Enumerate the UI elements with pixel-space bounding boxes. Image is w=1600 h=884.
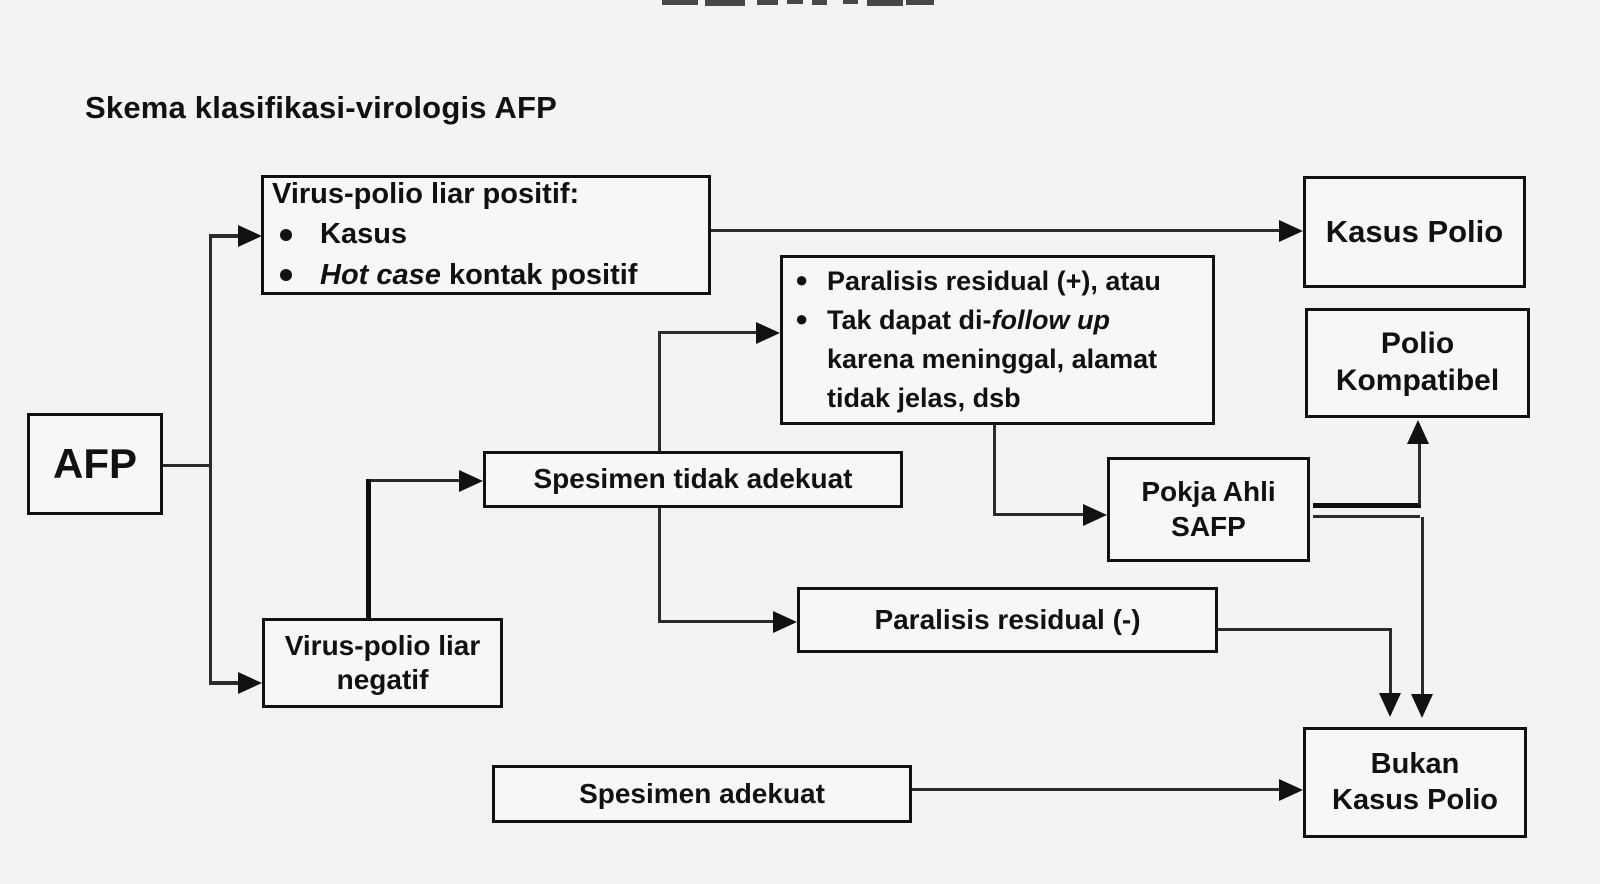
- node-label-line: negatif: [336, 664, 429, 695]
- node-paralisis-residual-negative: Paralisis residual (-): [797, 587, 1218, 653]
- arrowhead-into-bukan-from-paralisis: [1379, 693, 1401, 717]
- bullet-text: Hot case kontak positif: [320, 258, 637, 293]
- arrowhead-into-bukan-from-spesimen-adekuat: [1279, 779, 1303, 801]
- node-wild-positive-heading: Virus-polio liar positif:: [272, 177, 580, 210]
- cropped-text-fragment: [705, 0, 745, 6]
- cropped-text-fragment: [906, 0, 934, 5]
- connector-spesimen-adekuat-to-bukan: [912, 788, 1293, 791]
- node-residual-info: Paralisis residual (+), atau Tak dapat d…: [780, 255, 1215, 425]
- connector-paralisis-negative-out: [1218, 628, 1392, 631]
- cropped-text-fragment: [662, 0, 698, 5]
- node-bukan-kasus-polio: Bukan Kasus Polio: [1303, 727, 1527, 838]
- arrowhead-into-bukan-from-pokja: [1411, 694, 1433, 718]
- bullet-continuation: karena meninggal, alamat: [827, 344, 1158, 374]
- connector-pokja-double-line-bottom: [1313, 515, 1420, 518]
- node-label-line: Polio: [1380, 327, 1455, 361]
- connector-residual-down-vertical: [993, 425, 996, 516]
- node-spesimen-tidak-adekuat: Spesimen tidak adekuat: [483, 451, 903, 508]
- bullet-item: Kasus: [272, 217, 407, 252]
- diagram-title: Skema klasifikasi-virologis AFP: [85, 90, 557, 125]
- node-label-line: Bukan: [1370, 748, 1460, 781]
- node-label-line: Virus-polio liar: [284, 629, 481, 661]
- cropped-text-fragment: [787, 0, 803, 4]
- connector-sta-down-vertical: [658, 508, 661, 623]
- connector-residual-to-pokja: [993, 513, 1085, 516]
- connector-positif-to-kasus-polio: [711, 229, 1281, 232]
- cropped-text-fragment: [757, 0, 778, 5]
- connector-negatif-up-vertical: [366, 479, 371, 618]
- cropped-text-fragment: [867, 0, 903, 6]
- arrowhead-into-pokja: [1083, 504, 1107, 526]
- connector-afp-to-trunk: [163, 464, 211, 467]
- bullet-dot-icon: [280, 269, 292, 282]
- bullet-item: Tak dapat di-follow up: [795, 301, 1110, 340]
- connector-sta-up-vertical: [658, 331, 661, 451]
- connector-negatif-to-spesimen-tidak-adekuat: [371, 479, 465, 482]
- bullet-item: Hot case kontak positif: [272, 258, 637, 293]
- node-spesimen-adekuat: Spesimen adekuat: [492, 765, 912, 823]
- connector-paralisis-negative-down: [1389, 628, 1392, 694]
- bullet-item: Paralisis residual (+), atau: [795, 262, 1161, 301]
- connector-up-to-kompatibel: [1418, 441, 1421, 505]
- arrowhead-into-polio-kompatibel: [1407, 420, 1429, 444]
- cropped-text-fragment: [843, 0, 858, 4]
- node-kasus-polio-label: Kasus Polio: [1325, 214, 1504, 250]
- node-label-line: Kasus Polio: [1332, 783, 1498, 816]
- node-pokja-ahli-safp: Pokja Ahli SAFP: [1107, 457, 1310, 562]
- node-wild-positive: Virus-polio liar positif: Kasus Hot case…: [261, 175, 711, 295]
- arrowhead-into-spesimen-tidak-adekuat: [459, 470, 483, 492]
- bullet-text-italic: Hot case: [320, 258, 441, 291]
- node-label-line: Pokja Ahli: [1141, 476, 1276, 508]
- arrowhead-into-paralisis-negative: [773, 611, 797, 633]
- bullet-dot-icon: [280, 229, 292, 241]
- bullet-text-italic: follow up: [991, 305, 1110, 336]
- arrowhead-into-kasus-polio: [1279, 220, 1303, 242]
- bullet-continuation: tidak jelas, dsb: [827, 382, 1021, 413]
- node-label: Paralisis residual (-): [874, 603, 1141, 635]
- node-afp-label: AFP: [53, 440, 137, 488]
- node-label-line: SAFP: [1171, 510, 1246, 542]
- arrowhead-into-residual-info: [756, 322, 780, 344]
- bullet-text-plain: Tak dapat di-: [827, 305, 992, 336]
- node-label: Spesimen adekuat: [579, 777, 825, 809]
- connector-trunk-to-negatif: [209, 681, 243, 685]
- connector-trunk-vertical: [209, 234, 212, 685]
- node-afp: AFP: [27, 413, 163, 515]
- node-polio-kompatibel: Polio Kompatibel: [1305, 308, 1530, 418]
- connector-pokja-down-to-bukan: [1421, 517, 1424, 695]
- arrowhead-into-wild-negative: [238, 672, 262, 694]
- bullet-text: Tak dapat di-follow up: [827, 301, 1110, 340]
- cropped-text-fragment: [812, 0, 827, 5]
- node-wild-negative: Virus-polio liar negatif: [262, 618, 503, 708]
- node-label: Spesimen tidak adekuat: [533, 463, 853, 495]
- connector-sta-to-residual-info: [658, 331, 758, 334]
- node-label-line: Kompatibel: [1335, 364, 1500, 397]
- node-kasus-polio: Kasus Polio: [1303, 176, 1526, 288]
- connector-trunk-to-positif: [209, 234, 243, 238]
- bullet-text: Paralisis residual (+), atau: [827, 266, 1161, 297]
- bullet-text-plain: kontak positif: [440, 258, 638, 291]
- bullet-text: Kasus: [320, 218, 408, 251]
- arrowhead-into-wild-positive: [238, 225, 262, 247]
- connector-sta-to-paralisis-negative: [658, 620, 775, 623]
- connector-pokja-double-line-top: [1313, 503, 1421, 508]
